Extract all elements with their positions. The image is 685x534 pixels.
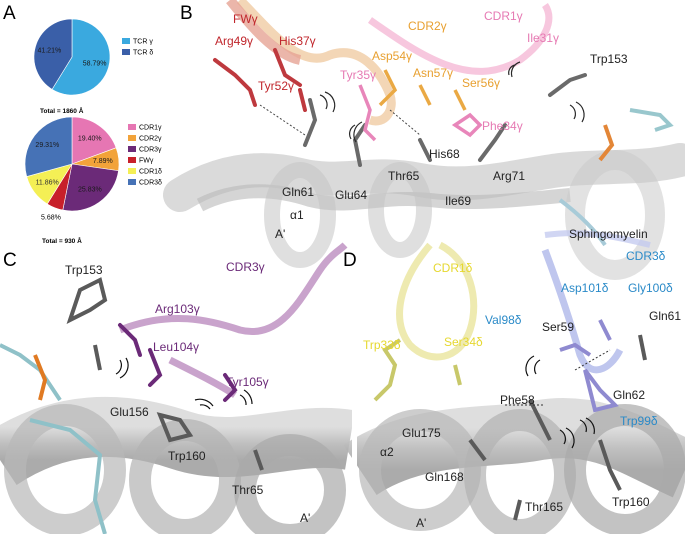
panel-c-label-tyr105-4: Tyr105γ xyxy=(226,375,269,389)
panel-d-label-asp101-3: Asp101δ xyxy=(561,281,609,295)
pie2-slice-0 xyxy=(71,116,117,165)
panel-c-label-cdr3-1: CDR3γ xyxy=(226,260,265,274)
pie1-slice-label-0: 58.79% xyxy=(83,60,107,67)
pie2-legend-swatch-4 xyxy=(128,168,136,174)
pie2-slice-label-5: 29.31% xyxy=(35,142,59,149)
panel-d-label-gln168-13: Gln168 xyxy=(425,470,464,484)
panel-d-label-glu175-11: Glu175 xyxy=(402,426,441,440)
panel-d-label-gln62-10: Gln62 xyxy=(613,388,645,402)
pie1-legend-swatch-1 xyxy=(122,49,130,55)
panel-b-label-cdr3-22: CDR3δ xyxy=(626,249,666,263)
panel-c-label-a-8: A' xyxy=(300,511,310,525)
pie2-slice-label-0: 19.40% xyxy=(78,136,102,143)
panel-b-label-sphingomyelin-21: Sphingomyelin xyxy=(569,227,648,241)
panel-b-label-arg49-1: Arg49γ xyxy=(215,34,253,48)
panel-d-label-trp33-1: Trp33δ xyxy=(363,338,401,352)
panel-d-label-trp99-6: Trp99δ xyxy=(620,414,658,428)
pie2-legend-label-1: CDR2γ xyxy=(139,136,162,143)
panel-b-structure xyxy=(163,0,685,280)
pie-chart-1: 58.79% 41.21% TCR γ TCR δ Total = 1860 Å xyxy=(33,18,153,115)
panel-letter-a: A xyxy=(3,3,16,24)
panel-b-label-glu64-16: Glu64 xyxy=(335,188,367,202)
panel-d-label-ser59-7: Ser59 xyxy=(542,320,574,334)
panel-b-label-gln61-15: Gln61 xyxy=(282,185,314,199)
panel-c-label-trp160-6: Trp160 xyxy=(168,449,206,463)
pie2-slice-label-3: 5.68% xyxy=(41,214,61,221)
pie2-legend-label-3: FWγ xyxy=(139,158,154,165)
panel-b-label-ser56-7: Ser56γ xyxy=(462,76,500,90)
panel-d-label-a-16: A' xyxy=(416,516,426,530)
pie1-legend-label-0: TCR γ xyxy=(133,39,153,46)
panel-b-label-fw-0: FWγ xyxy=(233,12,258,26)
panel-d-label-gln61-8: Gln61 xyxy=(649,309,681,323)
pie1-slice-1 xyxy=(33,18,73,90)
pie2-legend-label-5: CDR3δ xyxy=(139,180,162,187)
panel-c-structure xyxy=(0,242,355,534)
pie2-legend-swatch-3 xyxy=(128,157,136,163)
panel-b-label-arg71-13: Arg71 xyxy=(493,169,525,183)
pie2-legend-swatch-5 xyxy=(128,179,136,185)
panel-letter-c: C xyxy=(3,250,17,271)
panel-b-label-cdr1-9: CDR1γ xyxy=(484,9,523,23)
panel-d-label-cdr1-0: CDR1δ xyxy=(433,261,473,275)
panel-c-label-trp153-0: Trp153 xyxy=(65,263,103,277)
panel-c-label-glu156-5: Glu156 xyxy=(110,405,149,419)
panel-b-label-his37-2: His37γ xyxy=(279,34,316,48)
panel-b-label-ile31-10: Ile31γ xyxy=(527,31,559,45)
pie2-legend-swatch-2 xyxy=(128,146,136,152)
panel-b-label-a-20: A' xyxy=(275,227,285,241)
panel-b-label-cdr2-4: CDR2γ xyxy=(408,19,447,33)
pie2-total: Total = 930 Å xyxy=(42,236,82,245)
panel-letter-d: D xyxy=(343,250,357,271)
panel-c-label-leu104-3: Leu104γ xyxy=(153,340,199,354)
pie1-total: Total = 1860 Å xyxy=(40,106,84,115)
panel-b-label-his68-14: His68 xyxy=(429,147,460,161)
pie2-slice-5 xyxy=(24,116,73,177)
panel-d-label-thr165-14: Thr165 xyxy=(525,500,563,514)
panel-d-structure xyxy=(343,241,685,534)
panel-d-label-trp160-15: Trp160 xyxy=(612,495,650,509)
pie2-legend-swatch-1 xyxy=(128,135,136,141)
pie1-slice-label-1: 41.21% xyxy=(37,48,61,55)
panel-d-label-ser34-2: Ser34δ xyxy=(444,335,483,349)
panel-b-label-asp54-5: Asp54γ xyxy=(372,49,412,63)
panel-letter-b: B xyxy=(180,3,193,24)
panel-b-label-tyr52-3: Tyr52γ xyxy=(258,79,294,93)
pie2-slice-label-2: 25.83% xyxy=(78,186,102,193)
pie2-slice-label-4: 11.86% xyxy=(36,180,59,187)
panel-b-label-asn57-6: Asn57γ xyxy=(413,66,453,80)
pie2-slice-label-1: 7.89% xyxy=(93,158,113,165)
pie2-legend-swatch-0 xyxy=(128,124,136,130)
panel-d-label-phe58-9: Phe58 xyxy=(500,393,535,407)
pie-chart-2: 19.40% 7.89% 25.83% 5.68% 11.86% 29.31% CDR1γC… xyxy=(24,116,162,245)
pie2-legend-label-4: CDR1δ xyxy=(139,169,162,176)
panel-c-label-thr65-7: Thr65 xyxy=(232,483,264,497)
panel-b-label-1-19: α1 xyxy=(290,208,304,222)
panel-b-label-ile69-18: Ile69 xyxy=(445,194,471,208)
pie1-slice-0 xyxy=(51,18,111,96)
panel-d-label-gly100-4: Gly100δ xyxy=(628,281,673,295)
panel-b-label-trp153-12: Trp153 xyxy=(590,52,628,66)
pie2-legend-label-0: CDR1γ xyxy=(139,125,162,132)
panel-c-label-arg103-2: Arg103γ xyxy=(155,302,200,316)
panel-d-label-2-12: α2 xyxy=(380,445,394,459)
panel-b-label-tyr35-8: Tyr35γ xyxy=(340,68,376,82)
pie2-legend-label-2: CDR3γ xyxy=(139,147,162,154)
panel-b-label-phe34-11: Phe34γ xyxy=(482,119,523,133)
panel-b-label-thr65-17: Thr65 xyxy=(388,169,420,183)
pie1-legend-swatch-0 xyxy=(122,38,130,44)
pie2-slice-2 xyxy=(62,163,119,212)
panel-d-label-val98-5: Val98δ xyxy=(485,313,522,327)
pie1-legend-label-1: TCR δ xyxy=(133,50,153,57)
